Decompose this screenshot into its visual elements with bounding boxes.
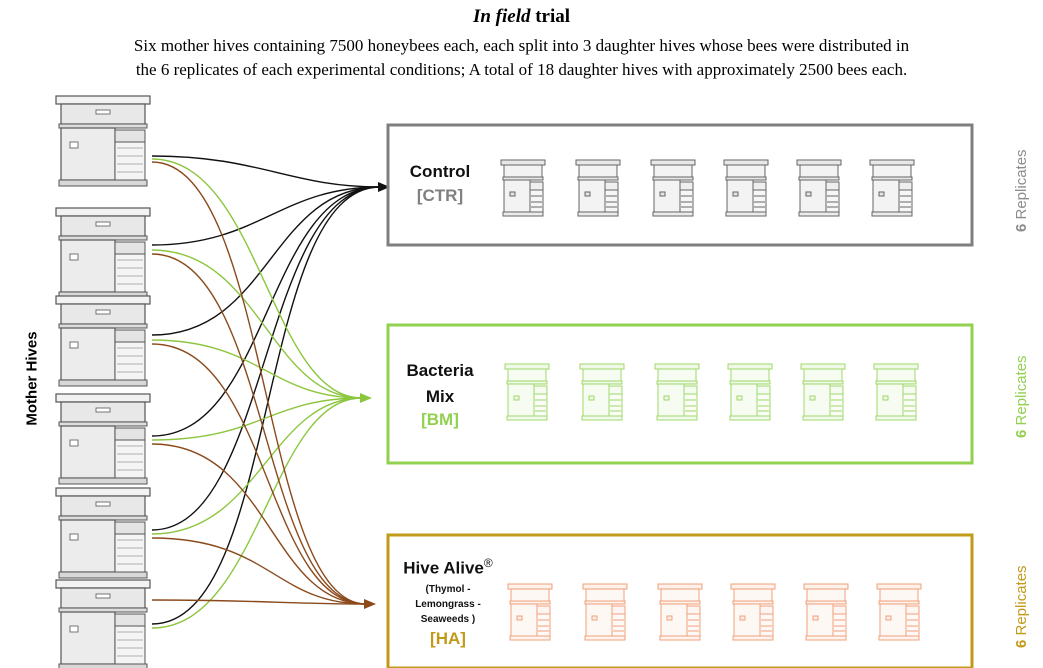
description-line-1: Six mother hives containing 7500 honeybe…: [133, 36, 910, 55]
bm-hive-6: [873, 363, 919, 421]
mother-hive-4: [55, 393, 151, 485]
arrowhead-ctr: [378, 182, 390, 192]
ha-sub-3: Seaweeds ): [420, 613, 476, 625]
ha-registered-mark: ®: [483, 556, 493, 570]
ha-replicates: 6 Replicates: [1013, 565, 1030, 648]
curve-brown-3: [151, 343, 367, 605]
title-rest: trial: [530, 6, 571, 27]
curve-black-3: [151, 186, 381, 336]
ctr-rep-num: 6: [1013, 223, 1030, 232]
ctr-box: [386, 123, 974, 247]
ha-name: Hive Alive: [403, 558, 484, 578]
ha-box: [386, 533, 974, 668]
ha-hive-4: [730, 583, 776, 641]
mother-hives: [55, 95, 151, 668]
ctr-hive-2: [575, 159, 621, 217]
ctr-replicates: 6 Replicates: [1013, 149, 1030, 232]
bm-hive-1: [504, 363, 550, 421]
ha-hive-3: [657, 583, 703, 641]
arrowhead-ha: [364, 599, 376, 609]
curve-brown-2: [151, 253, 367, 605]
curve-brown-6: [151, 599, 367, 605]
mother-hives-label: Mother Hives: [23, 331, 41, 426]
bm-rep-num: 6: [1013, 429, 1030, 438]
bm-hive-4: [727, 363, 773, 421]
ha-label: Hive Alive® (Thymol - Lemongrass - Seawe…: [393, 556, 503, 649]
curve-brown-1: [151, 161, 367, 605]
figure-title: In field trial: [0, 6, 1043, 28]
ctr-daughter-hives: [500, 159, 915, 217]
curve-black-4: [151, 186, 381, 437]
curve-green-6: [151, 397, 363, 629]
mother-hive-1: [55, 95, 151, 187]
ctr-rep-word: Replicates: [1013, 149, 1030, 224]
curve-green-3: [151, 339, 363, 399]
distribution-curves: [151, 155, 381, 629]
ha-rep-word: Replicates: [1013, 565, 1030, 640]
ha-hive-1: [507, 583, 553, 641]
bm-name-2: Mix: [425, 387, 455, 406]
curve-brown-5: [151, 537, 367, 605]
mother-hive-2: [55, 207, 151, 299]
ctr-hive-6: [869, 159, 915, 217]
ctr-hive-4: [723, 159, 769, 217]
curve-black-6: [151, 186, 381, 625]
bm-code: [BM]: [421, 410, 459, 429]
ha-name-line: Hive Alive®: [393, 556, 503, 579]
ha-hive-5: [803, 583, 849, 641]
curve-black-2: [151, 186, 381, 246]
ctr-hive-5: [796, 159, 842, 217]
ctr-name: Control: [409, 162, 471, 181]
bm-hive-5: [800, 363, 846, 421]
ctr-hive-3: [650, 159, 696, 217]
ctr-label: Control [CTR]: [395, 162, 485, 206]
arrowhead-bm: [360, 393, 372, 403]
curve-black-1: [151, 155, 381, 188]
bm-hive-2: [579, 363, 625, 421]
bm-rep-word: Replicates: [1013, 355, 1030, 430]
curve-green-5: [151, 397, 363, 535]
figure-description: Six mother hives containing 7500 honeybe…: [0, 34, 1043, 82]
bm-daughter-hives: [504, 363, 919, 421]
ha-hive-6: [876, 583, 922, 641]
ha-hive-2: [582, 583, 628, 641]
curve-green-4: [151, 397, 363, 441]
curve-brown-4: [151, 443, 367, 605]
bm-replicates: 6 Replicates: [1013, 355, 1030, 438]
curve-green-2: [151, 249, 363, 399]
mother-hive-5: [55, 487, 151, 579]
mother-hive-3: [55, 295, 151, 387]
ha-sub-1: (Thymol -: [425, 583, 471, 595]
description-line-2: the 6 replicates of each experimental co…: [135, 60, 908, 79]
arrowheads: [360, 182, 390, 609]
bm-label: Bacteria Mix [BM]: [395, 358, 485, 430]
ha-code: [HA]: [430, 628, 466, 648]
bm-name-1: Bacteria: [406, 361, 474, 380]
ha-sub-2: Lemongrass -: [415, 598, 481, 610]
ctr-code: [CTR]: [416, 186, 464, 205]
ha-daughter-hives: [507, 583, 922, 641]
curve-black-5: [151, 186, 381, 531]
ctr-hive-1: [500, 159, 546, 217]
ha-rep-num: 6: [1013, 639, 1030, 648]
bm-box: [386, 323, 974, 465]
mother-hive-6: [55, 579, 151, 668]
curve-green-1: [151, 158, 363, 399]
bm-hive-3: [654, 363, 700, 421]
title-italic: In field: [472, 6, 531, 27]
